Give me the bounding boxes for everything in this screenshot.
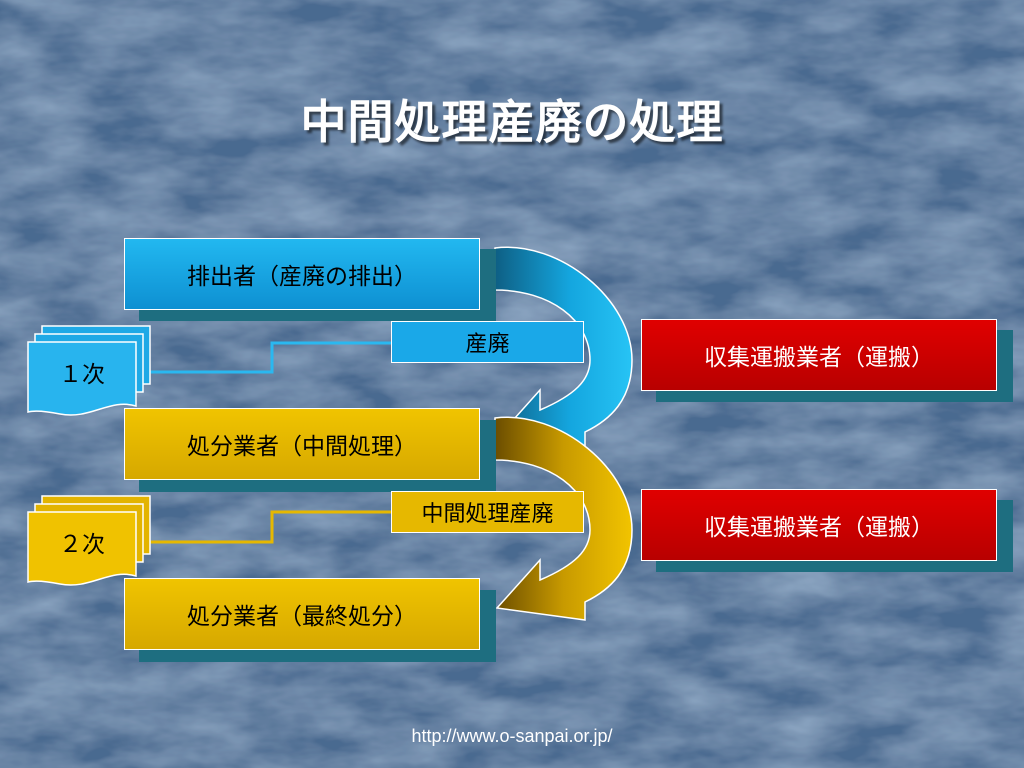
transporter-2-label: 収集運搬業者（運搬）	[704, 515, 934, 541]
processor-intermediate-box: 処分業者（中間処理）	[124, 408, 480, 480]
processor-final-label: 処分業者（最終処分）	[187, 604, 417, 630]
flow-arrow-intermediate-waste	[494, 416, 633, 621]
connector-line-2	[148, 510, 392, 544]
waste-tag: 産廃	[391, 321, 584, 363]
emitter-label: 排出者（産廃の排出）	[187, 264, 417, 290]
connector-line-1	[148, 341, 392, 374]
processor-final-box: 処分業者（最終処分）	[124, 578, 480, 650]
document-stack-2	[27, 495, 151, 586]
processor-intermediate-label: 処分業者（中間処理）	[187, 434, 417, 460]
document-stack-1	[27, 325, 151, 416]
page-title: 中間処理産廃の処理	[300, 95, 724, 149]
transporter-box-2: 収集運搬業者（運搬）	[641, 489, 997, 561]
intermediate-waste-tag-label: 中間処理産廃	[421, 502, 554, 527]
transporter-1-label: 収集運搬業者（運搬）	[704, 345, 934, 371]
source-url: http://www.o-sanpai.or.jp/	[411, 726, 613, 746]
emitter-box: 排出者（産廃の排出）	[124, 238, 480, 310]
document-label-2: ２次	[59, 532, 105, 558]
document-label-1: １次	[59, 362, 105, 388]
transporter-box-1: 収集運搬業者（運搬）	[641, 319, 997, 391]
intermediate-waste-tag: 中間処理産廃	[391, 491, 584, 533]
waste-tag-label: 産廃	[465, 332, 510, 357]
